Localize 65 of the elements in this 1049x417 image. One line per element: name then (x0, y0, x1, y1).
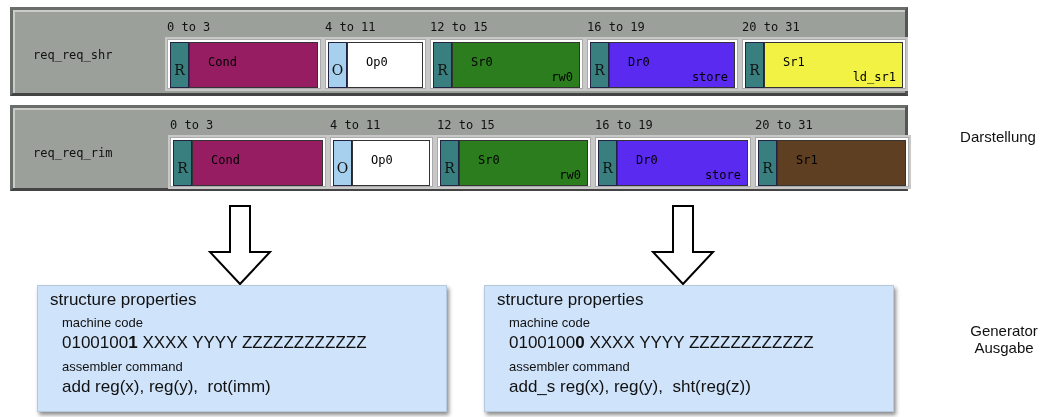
bit-range-label: 12 to 15 (430, 20, 488, 34)
flag-tag: R (440, 140, 459, 186)
field-note: rw0 (559, 168, 581, 182)
operand-field (459, 140, 588, 186)
flag-tag: R (590, 42, 609, 88)
field-caption: machine code (62, 315, 143, 330)
flag-tag: R (173, 140, 192, 186)
code-text: 01001001 XXXX YYYY ZZZZZZZZZZZZ (62, 333, 367, 353)
register-name: req_req_rim (33, 146, 113, 160)
field-name: Sr1 (796, 153, 818, 167)
register-name: req_req_shr (33, 48, 113, 62)
bit-range-label: 0 to 3 (170, 118, 214, 132)
field-name: Sr1 (783, 55, 805, 69)
flag-tag: R (170, 42, 189, 88)
flag-tag: O (333, 140, 352, 186)
field-name: Cond (208, 55, 237, 69)
output-card (37, 285, 447, 412)
field-caption: machine code (509, 315, 590, 330)
register-panel (10, 105, 908, 191)
field-name: Dr0 (628, 55, 650, 69)
flag-tag: R (745, 42, 764, 88)
code-text: 01001000 XXXX YYYY ZZZZZZZZZZZZ (509, 333, 814, 353)
field-caption: assembler command (509, 359, 630, 374)
field-note: store (691, 70, 728, 84)
operand-field (764, 42, 903, 88)
field-caption: assembler command (62, 359, 183, 374)
section-heading: structure properties (497, 290, 644, 310)
section-heading: structure properties (50, 290, 197, 310)
field-note: store (704, 168, 741, 182)
bit-range-label: 12 to 15 (437, 118, 495, 132)
flag-tag: R (758, 140, 777, 186)
field-name: Cond (211, 153, 240, 167)
bit-range-label: 20 to 31 (742, 20, 800, 34)
bit-range-label: 4 to 11 (330, 118, 381, 132)
bit-range-label: 20 to 31 (755, 118, 813, 132)
field-name: Sr0 (471, 55, 493, 69)
output-card (484, 285, 894, 412)
operand-field (347, 42, 423, 88)
field-name: Op0 (366, 55, 388, 69)
field-name: Op0 (371, 153, 393, 167)
operand-field (352, 140, 430, 186)
bit-range-label: 16 to 19 (587, 20, 645, 34)
code-text: add reg(x), reg(y), rot(imm) (62, 377, 271, 397)
hollow-arrow (207, 205, 273, 286)
hollow-arrow (650, 205, 716, 286)
flag-tag: O (328, 42, 347, 88)
field-note: ld_sr1 (852, 70, 896, 84)
operand-field (777, 140, 906, 186)
side-caption: Generator Ausgabe (969, 322, 1039, 356)
field-name: Dr0 (636, 153, 658, 167)
operand-field (452, 42, 580, 88)
bit-range-label: 0 to 3 (167, 20, 211, 34)
flag-tag: R (433, 42, 452, 88)
bit-range-label: 16 to 19 (595, 118, 653, 132)
field-note: rw0 (551, 70, 573, 84)
bit-range-label: 4 to 11 (325, 20, 376, 34)
flag-tag: R (598, 140, 617, 186)
side-caption: Darstellung (959, 128, 1037, 145)
register-panel (10, 7, 908, 96)
code-text: add_s reg(x), reg(y), sht(reg(z)) (509, 377, 751, 397)
field-name: Sr0 (478, 153, 500, 167)
operand-field (609, 42, 735, 88)
operand-field (192, 140, 323, 186)
operand-field (189, 42, 318, 88)
operand-field (617, 140, 748, 186)
